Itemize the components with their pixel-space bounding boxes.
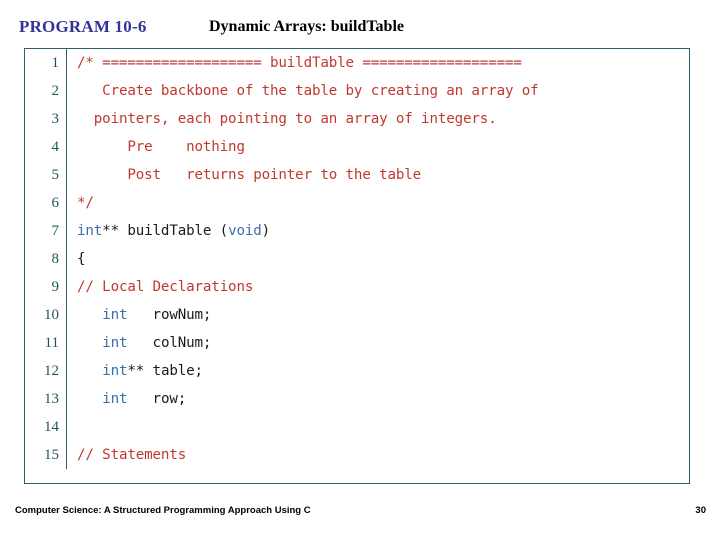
code-listing-box: 1 /* =================== buildTable =====… (24, 48, 690, 484)
code-line-text (67, 413, 690, 441)
code-token-cmt: // Local Declarations (77, 279, 254, 295)
code-token-kw: int (102, 335, 128, 351)
slide-header: PROGRAM 10-6 Dynamic Arrays: buildTable (0, 0, 720, 44)
code-listing-table: 1 /* =================== buildTable =====… (25, 49, 689, 469)
code-line-text: pointers, each pointing to an array of i… (67, 105, 690, 133)
code-line-text: Create backbone of the table by creating… (67, 77, 690, 105)
code-token-kw: int (102, 363, 128, 379)
code-line-row: 14 (25, 413, 689, 441)
line-number: 12 (25, 357, 67, 385)
code-line-row: 5 Post returns pointer to the table (25, 161, 689, 189)
code-token-cmt: Pre nothing (77, 139, 245, 155)
code-line-text: int row; (67, 385, 690, 413)
code-line-row: 9 // Local Declarations (25, 273, 689, 301)
code-line-row: 4 Pre nothing (25, 133, 689, 161)
code-token-cmt: // Statements (77, 447, 187, 463)
page-title: Dynamic Arrays: buildTable (209, 18, 404, 35)
line-number: 13 (25, 385, 67, 413)
footer-book-title: Computer Science: A Structured Programmi… (15, 505, 311, 516)
code-line-row: 10 int rowNum; (25, 301, 689, 329)
line-number: 4 (25, 133, 67, 161)
code-line-row: 3 pointers, each pointing to an array of… (25, 105, 689, 133)
footer-page-number: 30 (695, 505, 706, 516)
code-token-kw: int (102, 307, 128, 323)
line-number: 6 (25, 189, 67, 217)
line-number: 8 (25, 245, 67, 273)
program-label: PROGRAM 10-6 (19, 17, 147, 36)
code-line-row: 15 // Statements (25, 441, 689, 469)
code-token-pln (77, 335, 102, 351)
code-token-pln: rowNum; (127, 307, 212, 323)
line-number: 7 (25, 217, 67, 245)
code-token-cmt: /* =================== buildTable ======… (77, 55, 522, 71)
code-line-row: 8{ (25, 245, 689, 273)
code-line-row: 1 /* =================== buildTable =====… (25, 49, 689, 77)
line-number: 15 (25, 441, 67, 469)
code-line-text: /* =================== buildTable ======… (67, 49, 690, 77)
code-line-row: 2 Create backbone of the table by creati… (25, 77, 689, 105)
code-line-row: 13 int row; (25, 385, 689, 413)
code-line-text: Post returns pointer to the table (67, 161, 690, 189)
line-number: 14 (25, 413, 67, 441)
code-line-text: int** buildTable (void) (67, 217, 690, 245)
code-token-pln (77, 391, 102, 407)
code-line-text: // Local Declarations (67, 273, 690, 301)
code-line-text: int colNum; (67, 329, 690, 357)
line-number: 3 (25, 105, 67, 133)
code-line-text: Pre nothing (67, 133, 690, 161)
code-token-pln (77, 307, 102, 323)
code-line-text: // Statements (67, 441, 690, 469)
code-token-cmt: */ (77, 195, 94, 211)
line-number: 2 (25, 77, 67, 105)
code-token-cmt: Create backbone of the table by creating… (77, 83, 539, 99)
code-token-pln (77, 363, 102, 379)
code-token-pln: { (77, 251, 86, 267)
slide-footer: Computer Science: A Structured Programmi… (0, 505, 720, 525)
code-token-kw: int (77, 223, 103, 239)
line-number: 11 (25, 329, 67, 357)
code-line-text: int** table; (67, 357, 690, 385)
code-token-cmt: pointers, each pointing to an array of i… (77, 111, 497, 127)
line-number: 10 (25, 301, 67, 329)
line-number: 5 (25, 161, 67, 189)
code-token-pln: ) (261, 223, 271, 239)
code-token-pln: ** table; (127, 363, 203, 379)
line-number: 1 (25, 49, 67, 77)
code-line-text: int rowNum; (67, 301, 690, 329)
code-line-row: 12 int** table; (25, 357, 689, 385)
code-token-kw: int (102, 391, 128, 407)
code-token-kw: void (228, 223, 262, 239)
code-line-text: { (67, 245, 690, 273)
line-number: 9 (25, 273, 67, 301)
code-token-pln: ** buildTable ( (102, 223, 229, 239)
code-listing-body: 1 /* =================== buildTable =====… (25, 49, 689, 469)
code-line-text: */ (67, 189, 690, 217)
code-token-cmt: Post returns pointer to the table (77, 167, 422, 183)
code-line-row: 6 */ (25, 189, 689, 217)
code-token-pln: row; (127, 391, 187, 407)
code-token-pln: colNum; (127, 335, 212, 351)
code-line-row: 11 int colNum; (25, 329, 689, 357)
